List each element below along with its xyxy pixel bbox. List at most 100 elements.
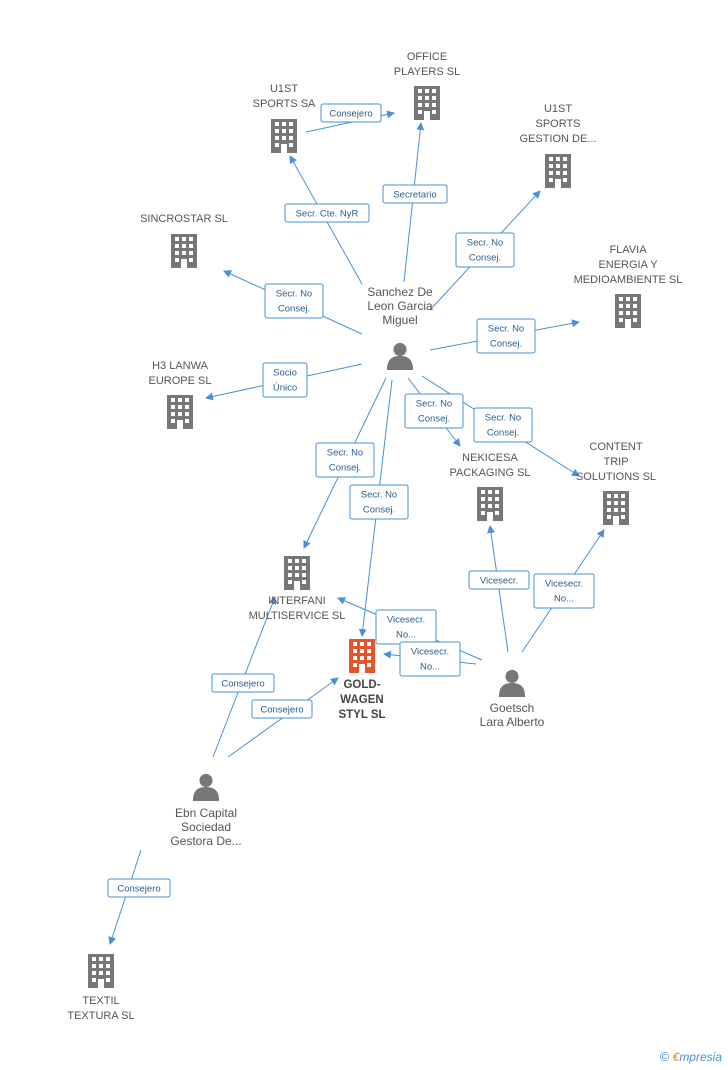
company-label-office[interactable]: PLAYERS SL bbox=[394, 66, 460, 78]
edge-label-text: No... bbox=[396, 630, 416, 641]
edge-label-box bbox=[107, 878, 171, 898]
edge-label-box bbox=[211, 673, 275, 693]
edge-label-e6[interactable]: Secr. No Consej. bbox=[476, 318, 536, 354]
edge-label-text: Consej. bbox=[487, 428, 519, 439]
company-label-office[interactable]: OFFICE bbox=[407, 51, 447, 63]
edge-label-text: Consejero bbox=[329, 109, 372, 120]
person-label-sanchez[interactable]: Sanchez De bbox=[367, 285, 433, 299]
edge-label-text: Consej. bbox=[329, 463, 361, 474]
company-label-interfani[interactable]: INTERFANI bbox=[268, 595, 325, 607]
building-icon[interactable] bbox=[167, 395, 193, 429]
company-label-content[interactable]: SOLUTIONS SL bbox=[576, 471, 656, 483]
edge-label-e12[interactable]: Vicesecr. bbox=[468, 570, 530, 590]
company-label-h3[interactable]: H3 LANWA bbox=[152, 360, 208, 372]
copyright-symbol: © bbox=[659, 1049, 670, 1064]
person-label-ebn[interactable]: Gestora De... bbox=[170, 834, 241, 848]
company-label-sincrostar[interactable]: SINCROSTAR SL bbox=[140, 213, 228, 225]
person-label-goetsch[interactable]: Lara Alberto bbox=[480, 715, 545, 729]
building-icon[interactable] bbox=[477, 487, 503, 521]
edge-label-text: Consejero bbox=[260, 705, 303, 716]
company-label-h3[interactable]: EUROPE SL bbox=[149, 375, 212, 387]
focus-building-icon[interactable] bbox=[349, 639, 375, 673]
company-label-u1st_sa[interactable]: SPORTS SA bbox=[253, 98, 316, 110]
edge-label-e17[interactable]: Consejero bbox=[251, 699, 313, 719]
company-label-u1st_gestion[interactable]: SPORTS bbox=[535, 118, 580, 130]
company-label-flavia[interactable]: FLAVIA bbox=[609, 244, 647, 256]
company-label-goldwagen[interactable]: STYL SL bbox=[338, 709, 385, 721]
edge-label-box bbox=[251, 699, 313, 719]
building-icon[interactable] bbox=[284, 556, 310, 590]
edge-label-text: Consejero bbox=[221, 679, 264, 690]
edge-label-box bbox=[284, 203, 370, 223]
edge-label-text: Vicesecr. bbox=[545, 579, 583, 590]
edge-label-box bbox=[382, 184, 448, 204]
building-icon[interactable] bbox=[88, 954, 114, 988]
edge-label-text: Consejero bbox=[117, 884, 160, 895]
edge-label-text: Secr. No bbox=[327, 448, 363, 459]
building-icon[interactable] bbox=[271, 119, 297, 153]
company-label-textil[interactable]: TEXTIL bbox=[82, 995, 119, 1007]
edge-label-text: Vicesecr. bbox=[387, 615, 425, 626]
edge-label-box bbox=[349, 484, 409, 520]
edge-label-box bbox=[533, 573, 595, 609]
person-label-sanchez[interactable]: Leon Garcia bbox=[367, 299, 433, 313]
edge-label-box bbox=[455, 232, 515, 268]
company-label-nekicesa[interactable]: NEKICESA bbox=[462, 452, 518, 464]
company-label-u1st_sa[interactable]: U1ST bbox=[270, 83, 298, 95]
edge-label-text: Consej. bbox=[469, 253, 501, 264]
company-label-content[interactable]: TRIP bbox=[603, 456, 628, 468]
company-label-flavia[interactable]: MEDIOAMBIENTE SL bbox=[574, 274, 683, 286]
building-icon[interactable] bbox=[414, 86, 440, 120]
edge-label-text: Secr. No bbox=[276, 289, 312, 300]
edge-label-box bbox=[476, 318, 536, 354]
edge-label-e3[interactable]: Secr. Cte. NyR bbox=[284, 203, 370, 223]
company-label-content[interactable]: CONTENT bbox=[589, 441, 642, 453]
company-label-interfani[interactable]: MULTISERVICE SL bbox=[249, 610, 346, 622]
edge-label-text: No... bbox=[420, 662, 440, 673]
edge-label-box bbox=[320, 103, 382, 123]
edge-label-box bbox=[468, 570, 530, 590]
person-label-ebn[interactable]: Sociedad bbox=[181, 820, 231, 834]
person-icon[interactable] bbox=[386, 342, 414, 370]
edge-label-e13[interactable]: Vicesecr.No... bbox=[533, 573, 595, 609]
edge-label-e10[interactable]: Secr. No Consej. bbox=[315, 442, 375, 478]
building-icon[interactable] bbox=[545, 154, 571, 188]
person-label-sanchez[interactable]: Miguel bbox=[382, 313, 417, 327]
edge-label-e18[interactable]: Consejero bbox=[107, 878, 171, 898]
edge-label-text: Secr. No bbox=[416, 399, 452, 410]
company-label-nekicesa[interactable]: PACKAGING SL bbox=[449, 467, 530, 479]
company-label-goldwagen[interactable]: WAGEN bbox=[340, 694, 383, 706]
company-label-goldwagen[interactable]: GOLD- bbox=[343, 679, 380, 691]
edge-label-e15[interactable]: Vicesecr. No... bbox=[399, 641, 461, 677]
company-label-u1st_gestion[interactable]: U1ST bbox=[544, 103, 572, 115]
building-icon[interactable] bbox=[603, 491, 629, 525]
edge-label-e2[interactable]: Secretario bbox=[382, 184, 448, 204]
building-icon[interactable] bbox=[171, 234, 197, 268]
edge-label-text: Vicesecr. bbox=[480, 576, 518, 587]
edge-label-text: Consej. bbox=[363, 505, 395, 516]
person-icon[interactable] bbox=[498, 669, 526, 697]
edge-label-e16[interactable]: Consejero bbox=[211, 673, 275, 693]
person-icon[interactable] bbox=[192, 773, 220, 801]
edge-label-box bbox=[264, 283, 324, 319]
company-label-u1st_gestion[interactable]: GESTION DE... bbox=[519, 133, 596, 145]
edge-label-e14[interactable]: Vicesecr. No... bbox=[375, 609, 437, 645]
edge-label-text: Socio bbox=[273, 368, 297, 379]
edge-label-text: Consej. bbox=[490, 339, 522, 350]
building-icon[interactable] bbox=[615, 294, 641, 328]
edge-label-text: Vicesecr. bbox=[411, 647, 449, 658]
edge-label-box bbox=[262, 362, 308, 398]
company-label-flavia[interactable]: ENERGIA Y bbox=[598, 259, 658, 271]
edge-label-text: Secr. No bbox=[488, 324, 524, 335]
brand-name: mpresia bbox=[679, 1050, 722, 1064]
company-label-textil[interactable]: TEXTURA SL bbox=[67, 1010, 134, 1022]
edge-label-e1[interactable]: Consejero bbox=[320, 103, 382, 123]
person-label-ebn[interactable]: Ebn Capital bbox=[175, 806, 237, 820]
person-label-goetsch[interactable]: Goetsch bbox=[490, 701, 535, 715]
